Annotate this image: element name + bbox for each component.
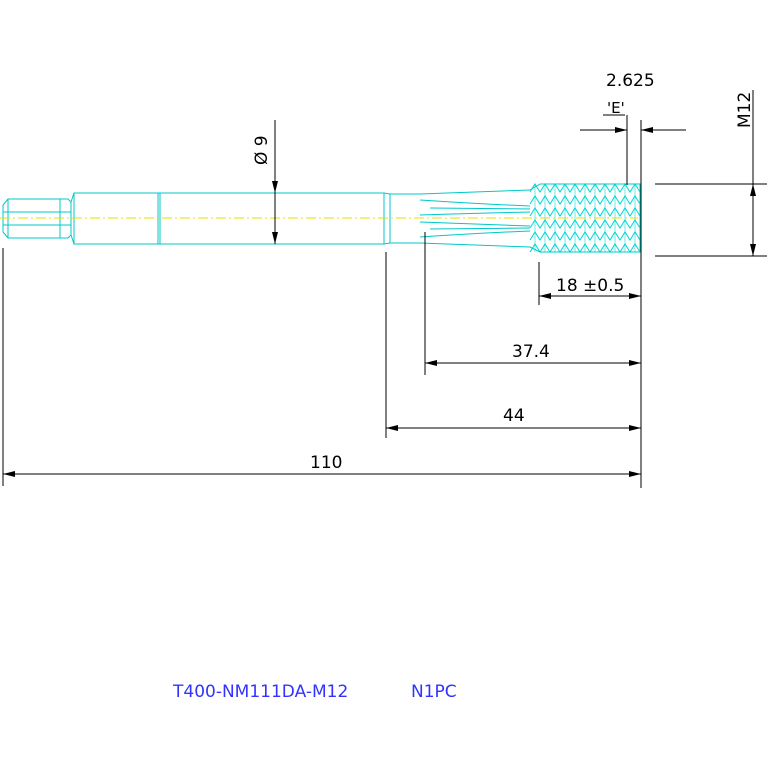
shank-diameter-label: Ø 9 <box>252 135 272 165</box>
length-37-4-label: 37.4 <box>512 342 550 362</box>
thread-envelope <box>529 183 641 253</box>
length-44-label: 44 <box>503 406 525 426</box>
part-number: T400-NM111DA-M12 <box>172 682 348 702</box>
overall-length-label: 110 <box>310 453 342 473</box>
thread-size-label: M12 <box>735 92 755 128</box>
dimension-lines <box>2 90 767 488</box>
pitch-label: 2.625 <box>606 71 655 91</box>
pitch-ref-label: 'E' <box>607 99 625 117</box>
part-code: N1PC <box>411 682 457 702</box>
thread-length-label: 18 ±0.5 <box>556 276 624 296</box>
tap-body <box>2 189 531 248</box>
tap-neck-body <box>390 189 531 195</box>
